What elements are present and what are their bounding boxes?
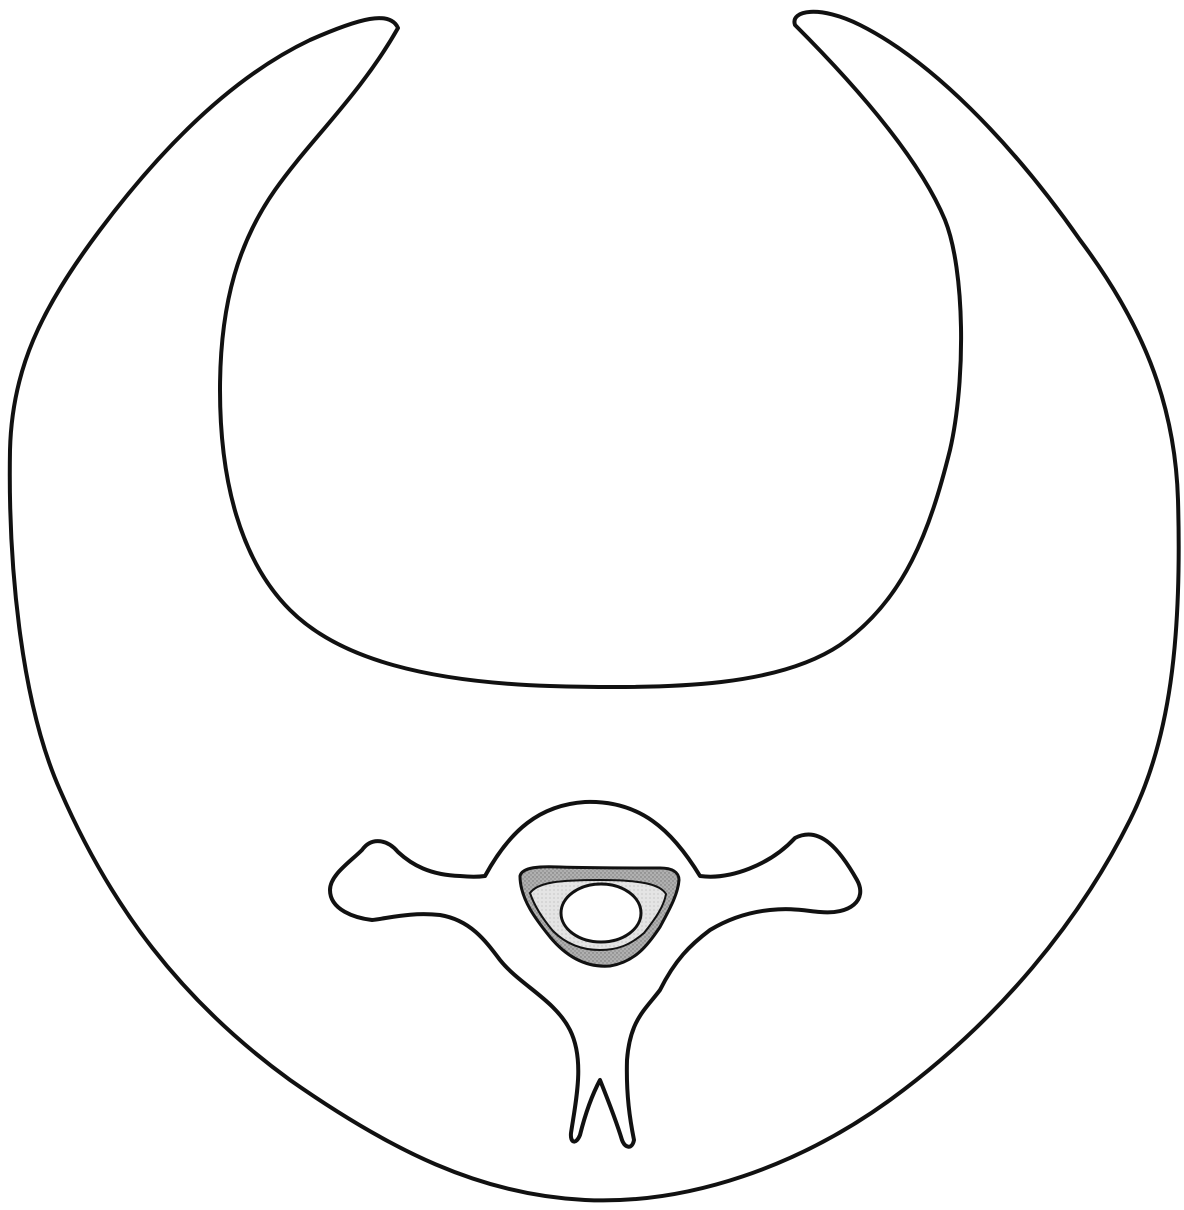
spinal-cord [561, 884, 641, 942]
